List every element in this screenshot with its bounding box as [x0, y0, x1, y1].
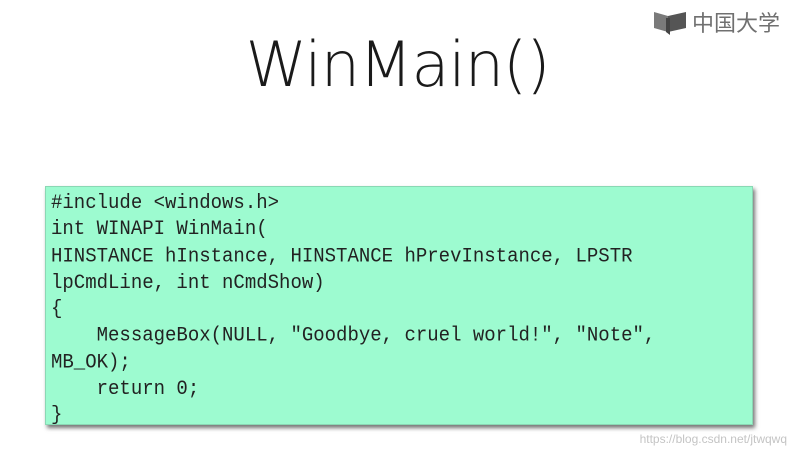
mooc-logo: 中国大学 [652, 6, 780, 38]
code-line: return 0; [51, 377, 200, 401]
logo-text: 中国大学 [692, 12, 781, 37]
code-line: } [51, 403, 63, 427]
code-line: MessageBox(NULL, "Goodbye, cruel world!"… [51, 324, 656, 348]
slide-title: WinMain() [245, 28, 551, 101]
code-line: { [51, 297, 63, 321]
code-block: #include <windows.h> int WINAPI WinMain(… [45, 186, 753, 427]
code-line: HINSTANCE hInstance, HINSTANCE hPrevInst… [51, 244, 633, 268]
code-line: MB_OK); [51, 350, 131, 374]
code-line: lpCmdLine, int nCmdShow) [51, 270, 325, 294]
code-line: #include <windows.h> [51, 191, 280, 215]
open-book-icon [654, 12, 686, 35]
code-line: int WINAPI WinMain( [51, 217, 268, 241]
code-text: #include <windows.h> int WINAPI WinMain(… [46, 187, 752, 429]
watermark-url: https://blog.csdn.net/jtwqwq [639, 432, 787, 446]
